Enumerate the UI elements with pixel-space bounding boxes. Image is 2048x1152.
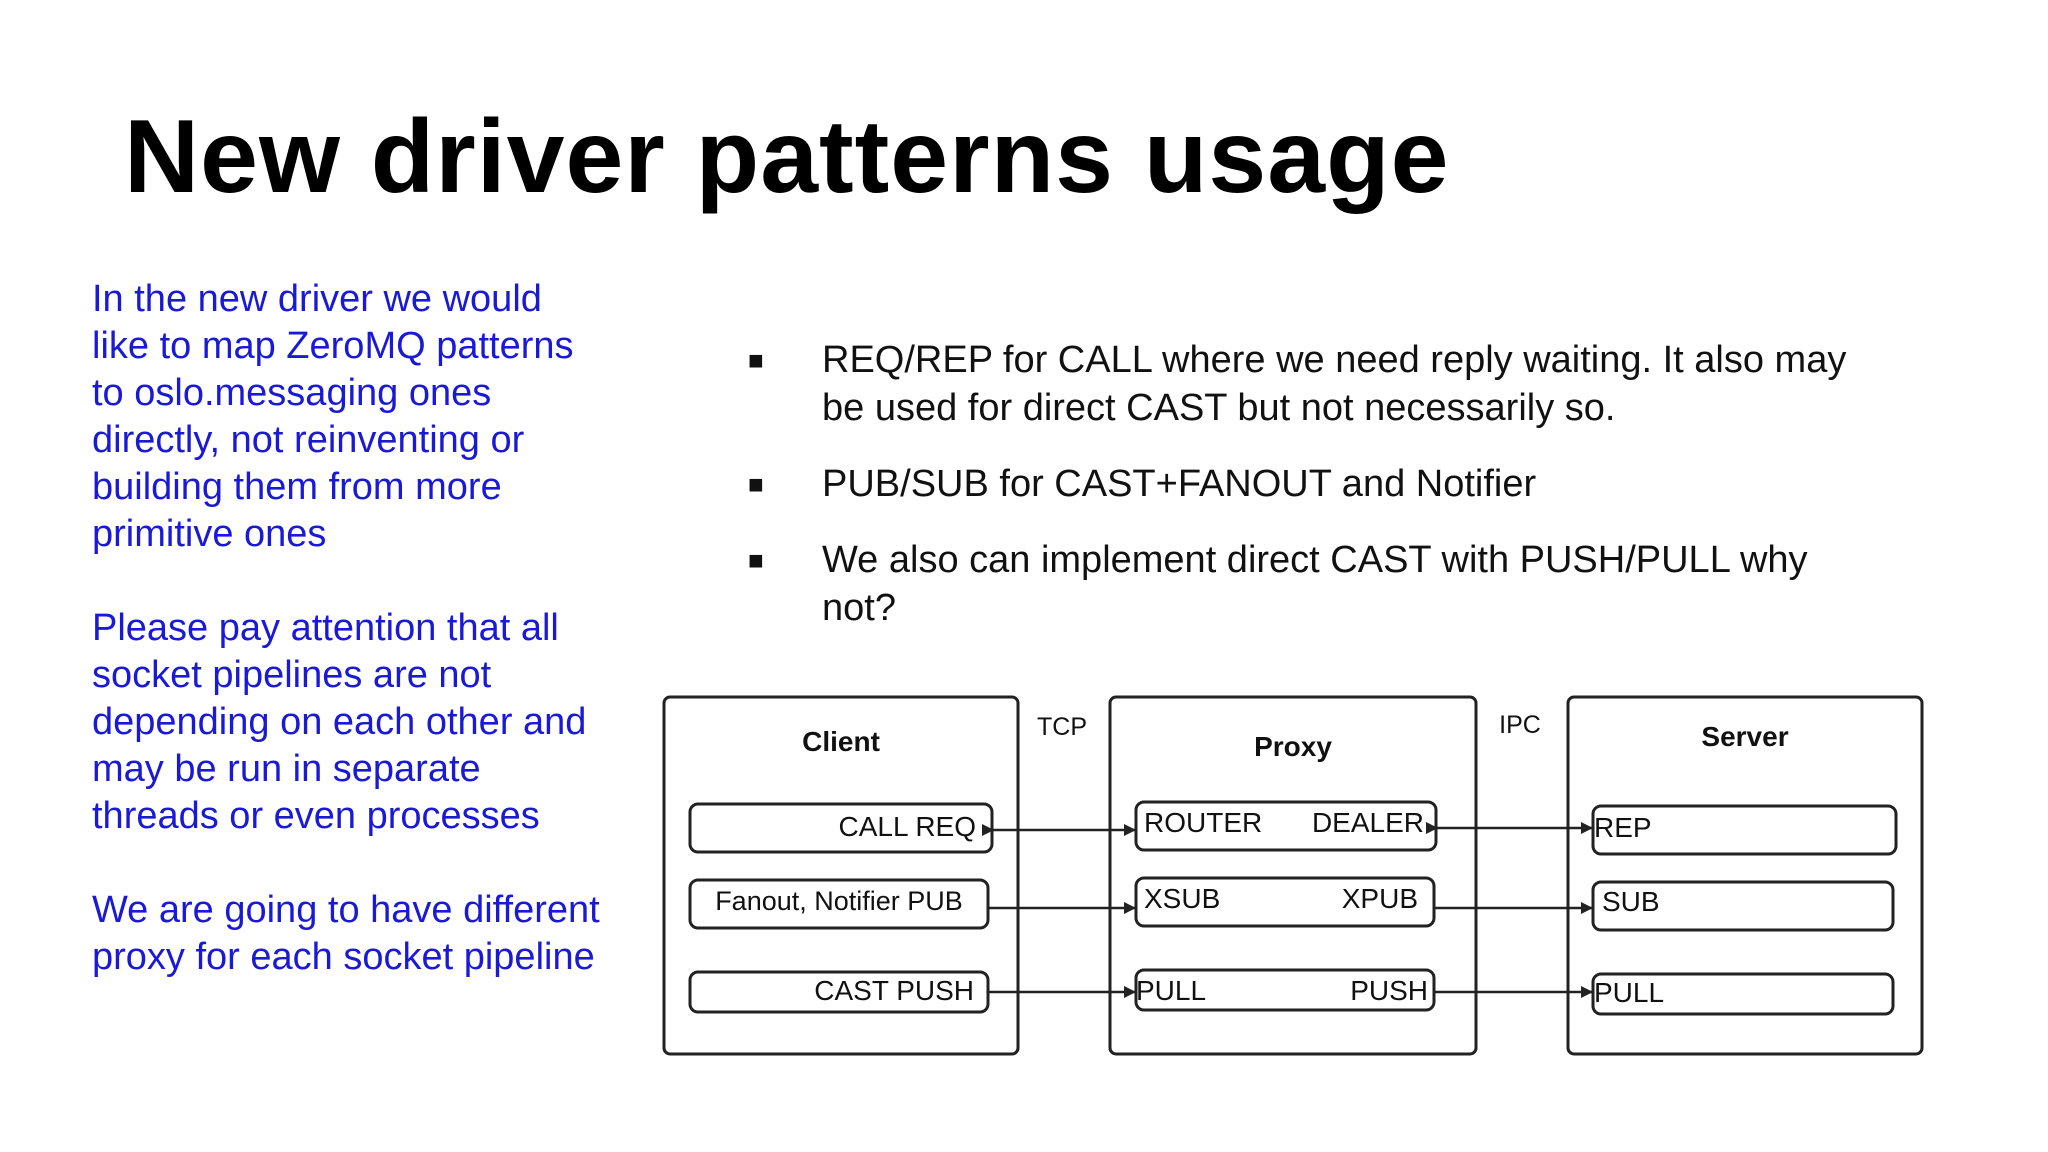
server-socket-label: REP	[1594, 812, 1652, 843]
server-socket-pull	[1591, 972, 1895, 1016]
client-socket-label: Fanout, Notifier PUB	[715, 886, 963, 916]
bullet-square-icon: ■	[748, 345, 764, 375]
text-line: depending on each other and	[92, 701, 587, 743]
bullet-square-icon: ■	[748, 545, 764, 575]
text-line: threads or even processes	[92, 795, 540, 837]
server-title: Server	[1701, 721, 1788, 752]
bullet-line: REQ/REP for CALL where we need reply wai…	[822, 339, 1847, 381]
bullet-item: ■ PUB/SUB for CAST+FANOUT and Notifier	[740, 460, 1940, 508]
client-title: Client	[802, 726, 880, 757]
proxy-node: Proxy ROUTER DEALER XSUB XPUB PULL PUSH	[1108, 695, 1478, 1056]
proxy-socket-pull-push	[1134, 968, 1436, 1012]
text-line: building them from more	[92, 466, 502, 508]
text-line: We are going to have different	[92, 889, 600, 931]
bullet-item: ■ We also can implement direct CAST with…	[740, 536, 1940, 632]
text-line: proxy for each socket pipeline	[92, 936, 595, 978]
proxy-socket-xsub-xpub	[1134, 876, 1436, 928]
proxy-socket-right-label: PUSH	[1350, 975, 1428, 1006]
client-socket-label: CALL REQ	[839, 811, 976, 842]
proxy-socket-left-label: ROUTER	[1144, 807, 1262, 838]
text-line: directly, not reinventing or	[92, 419, 525, 461]
ipc-label: IPC	[1499, 711, 1541, 739]
client-socket-cast-push	[688, 970, 990, 1014]
server-socket-sub	[1591, 880, 1895, 932]
proxy-socket-right-label: DEALER	[1312, 807, 1424, 838]
text-line: like to map ZeroMQ patterns	[92, 325, 574, 367]
paragraph-proxy: We are going to have different proxy for…	[92, 887, 652, 981]
text-line: Please pay attention that all	[92, 607, 559, 649]
bullet-item: ■ REQ/REP for CALL where we need reply w…	[740, 336, 1940, 432]
text-line: socket pipelines are not	[92, 654, 492, 696]
bullet-line: PUB/SUB for CAST+FANOUT and Notifier	[822, 463, 1537, 505]
proxy-box	[1108, 695, 1478, 1056]
server-box	[1566, 695, 1924, 1056]
proxy-socket-left-label: XSUB	[1144, 883, 1220, 914]
text-line: may be run in separate	[92, 748, 481, 790]
slide-title: New driver patterns usage	[124, 99, 1450, 215]
server-node: Server REP SUB PULL	[1566, 695, 1924, 1056]
client-socket-label: CAST PUSH	[814, 975, 974, 1006]
client-node: Client CALL REQ Fanout, Notifier PUB CAS…	[662, 695, 1020, 1056]
server-socket-rep	[1591, 804, 1898, 856]
bullet-line: not?	[822, 587, 896, 629]
proxy-title: Proxy	[1254, 731, 1332, 762]
bullet-list: ■ REQ/REP for CALL where we need reply w…	[740, 336, 1940, 660]
client-socket-pub	[688, 878, 990, 930]
tcp-label: TCP	[1037, 713, 1087, 741]
proxy-socket-right-label: XPUB	[1342, 883, 1418, 914]
server-socket-label: PULL	[1594, 977, 1664, 1008]
text-line: In the new driver we would	[92, 278, 542, 320]
text-line: to oslo.messaging ones	[92, 372, 492, 414]
proxy-socket-left-label: PULL	[1136, 975, 1206, 1006]
paragraph-mapping: In the new driver we would like to map Z…	[92, 276, 652, 558]
client-box	[662, 695, 1020, 1056]
text-line: primitive ones	[92, 513, 327, 555]
paragraph-pipelines: Please pay attention that all socket pip…	[92, 605, 652, 840]
bullet-line: be used for direct CAST but not necessar…	[822, 387, 1616, 429]
server-socket-label: SUB	[1602, 886, 1660, 917]
bullet-line: We also can implement direct CAST with P…	[822, 539, 1808, 581]
bullet-square-icon: ■	[748, 469, 764, 499]
left-text-block: In the new driver we would like to map Z…	[92, 276, 652, 1028]
